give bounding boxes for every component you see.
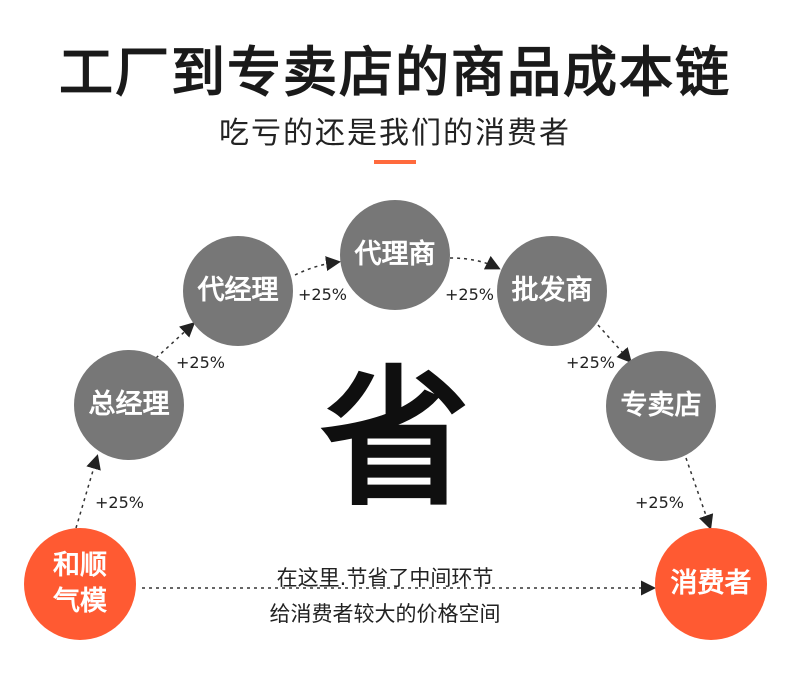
arrow-factory-to-general xyxy=(75,454,101,529)
node-store: 专卖店 xyxy=(606,351,716,461)
center-save-char: 省 xyxy=(320,353,471,527)
page-title: 工厂到专卖店的商品成本链 xyxy=(59,41,731,104)
markup-label: +25% xyxy=(176,353,225,372)
page-subtitle: 吃亏的还是我们的消费者 xyxy=(219,116,571,151)
markup-label: +25% xyxy=(445,285,494,304)
arrow-agent-to-wholesaler xyxy=(449,255,501,270)
node-wholesaler: 批发商 xyxy=(497,236,607,346)
arrow-store-to-consumer xyxy=(685,457,714,530)
markup-label: +25% xyxy=(298,285,347,304)
node-general-manager: 总经理 xyxy=(74,350,184,460)
accent-divider xyxy=(374,160,416,164)
markup-label: +25% xyxy=(95,493,144,512)
node-agent-manager: 代经理 xyxy=(183,236,293,346)
node-agent: 代理商 xyxy=(340,200,450,310)
node-consumer: 消费者 xyxy=(655,528,767,640)
note-line-2: 给消费者较大的价格空间 xyxy=(269,602,501,626)
node-factory: 和顺 气模 xyxy=(24,528,136,640)
arrow-general-to-agent-manager xyxy=(155,321,196,359)
arrow-wholesaler-to-store xyxy=(597,324,632,364)
arrow-agent-manager-to-agent xyxy=(294,256,341,276)
markup-label: +25% xyxy=(635,493,684,512)
note-line-1: 在这里.节省了中间环节 xyxy=(276,566,494,590)
markup-label: +25% xyxy=(566,353,615,372)
